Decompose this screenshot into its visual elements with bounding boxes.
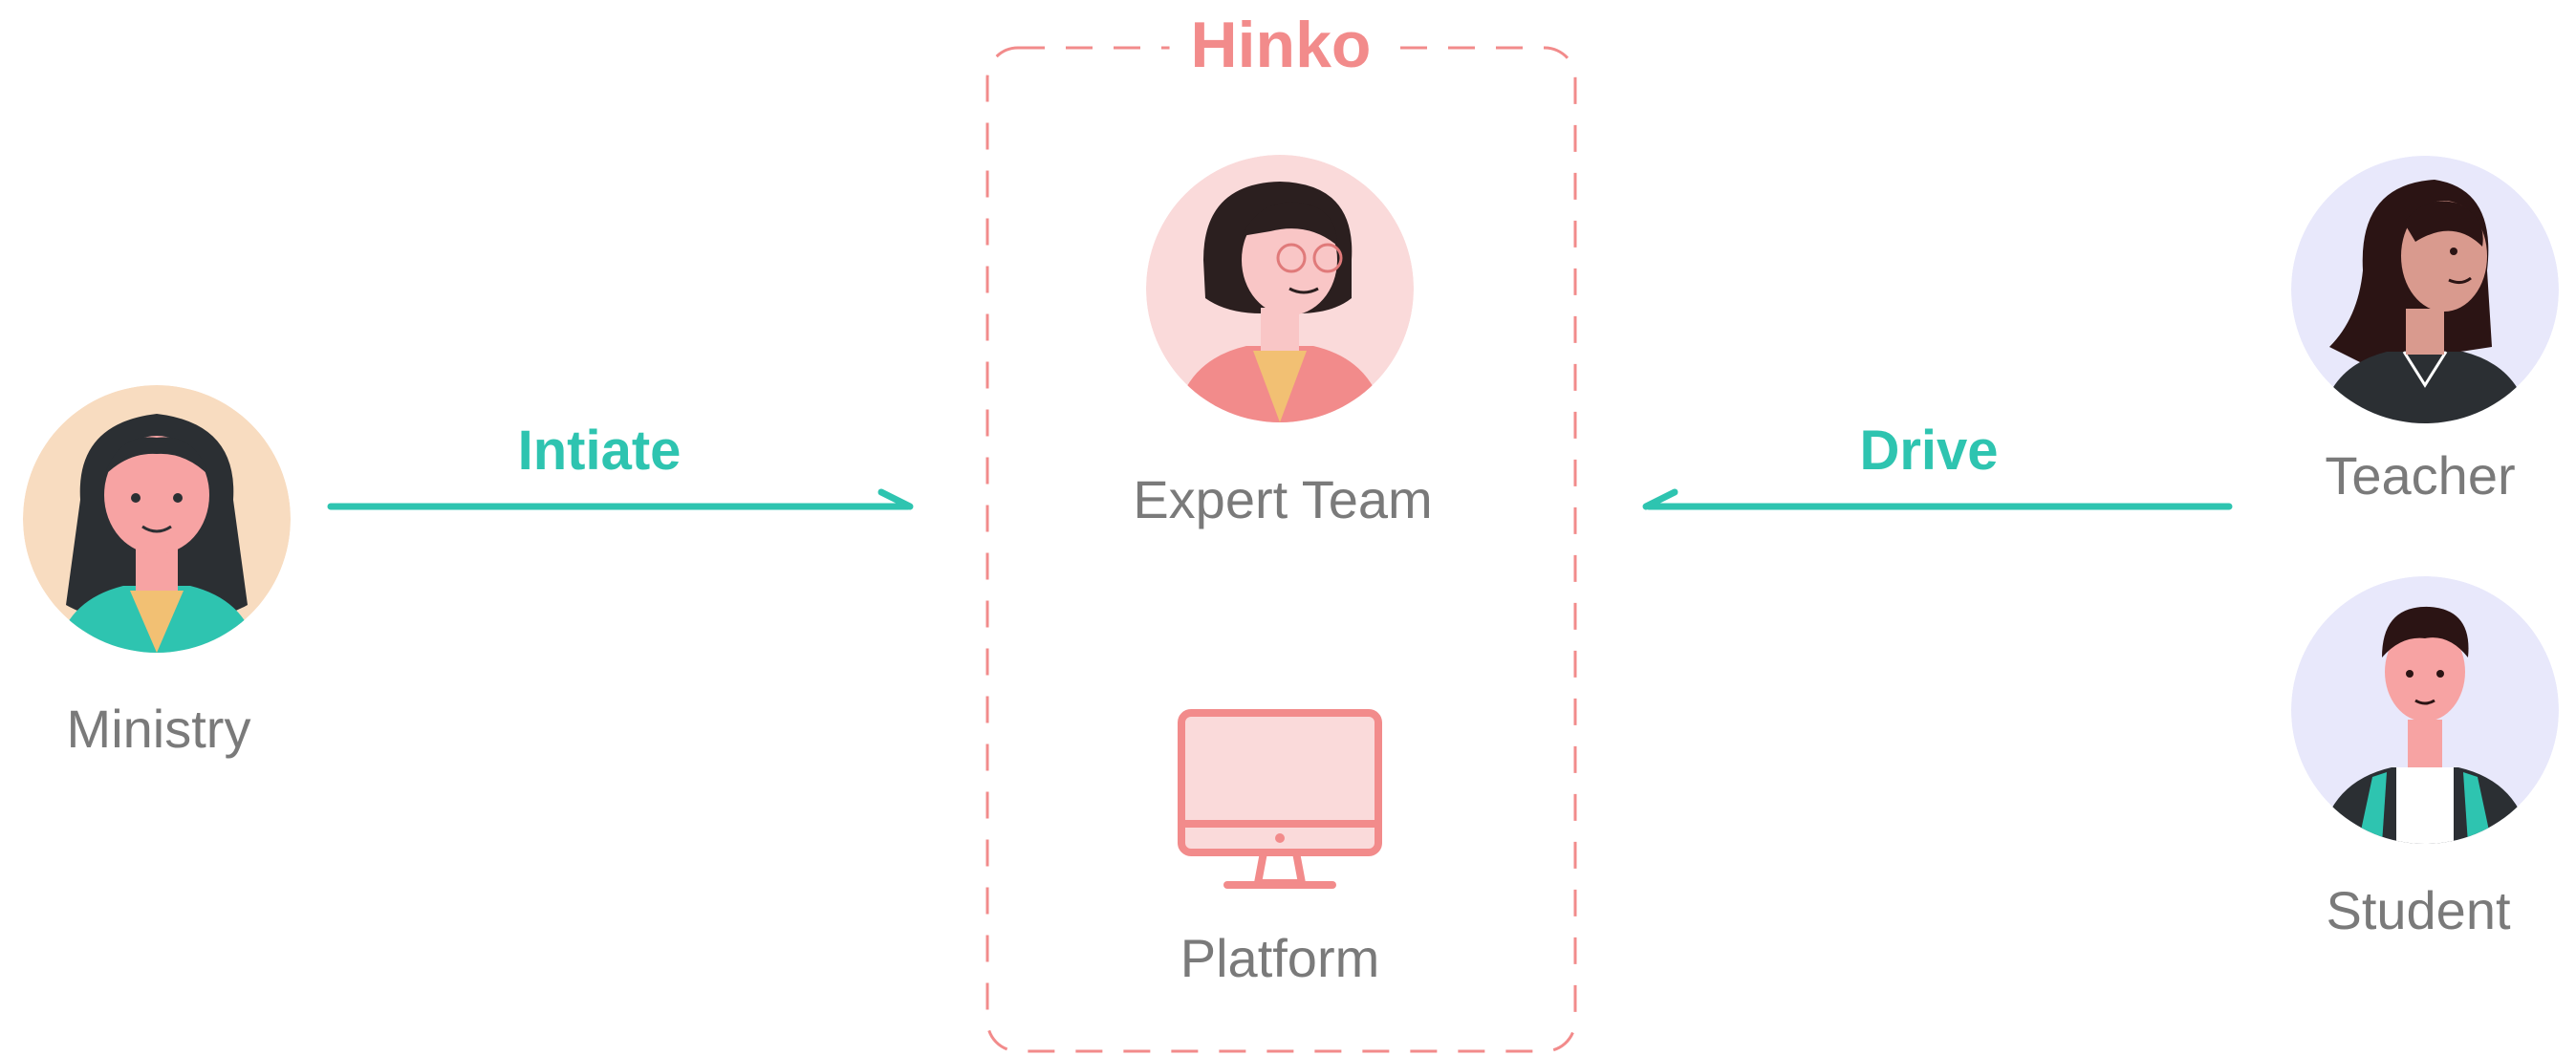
woman-glasses-avatar-icon [1146,155,1414,422]
woman-avatar-icon [23,385,291,653]
student-avatar [2291,576,2559,844]
platform-label: Platform [1180,928,1380,988]
teacher-avatar [2291,156,2559,423]
group-title: Hinko [1169,8,1393,82]
teacher-label: Teacher [2325,445,2516,506]
expert-team-label: Expert Team [1133,469,1433,529]
monitor-icon [1178,709,1382,889]
drive-edge-label: Drive [1859,420,1999,482]
student-label: Student [2326,880,2511,940]
ministry-label: Ministry [66,699,251,759]
student-avatar-icon [2291,576,2559,844]
drive-arrow-icon [1642,488,2233,510]
initiate-edge-label: Intiate [517,420,682,482]
ministry-avatar [23,385,291,653]
expert-team-avatar [1146,155,1414,422]
initiate-arrow-icon [327,488,914,510]
teacher-avatar-icon [2291,156,2559,423]
